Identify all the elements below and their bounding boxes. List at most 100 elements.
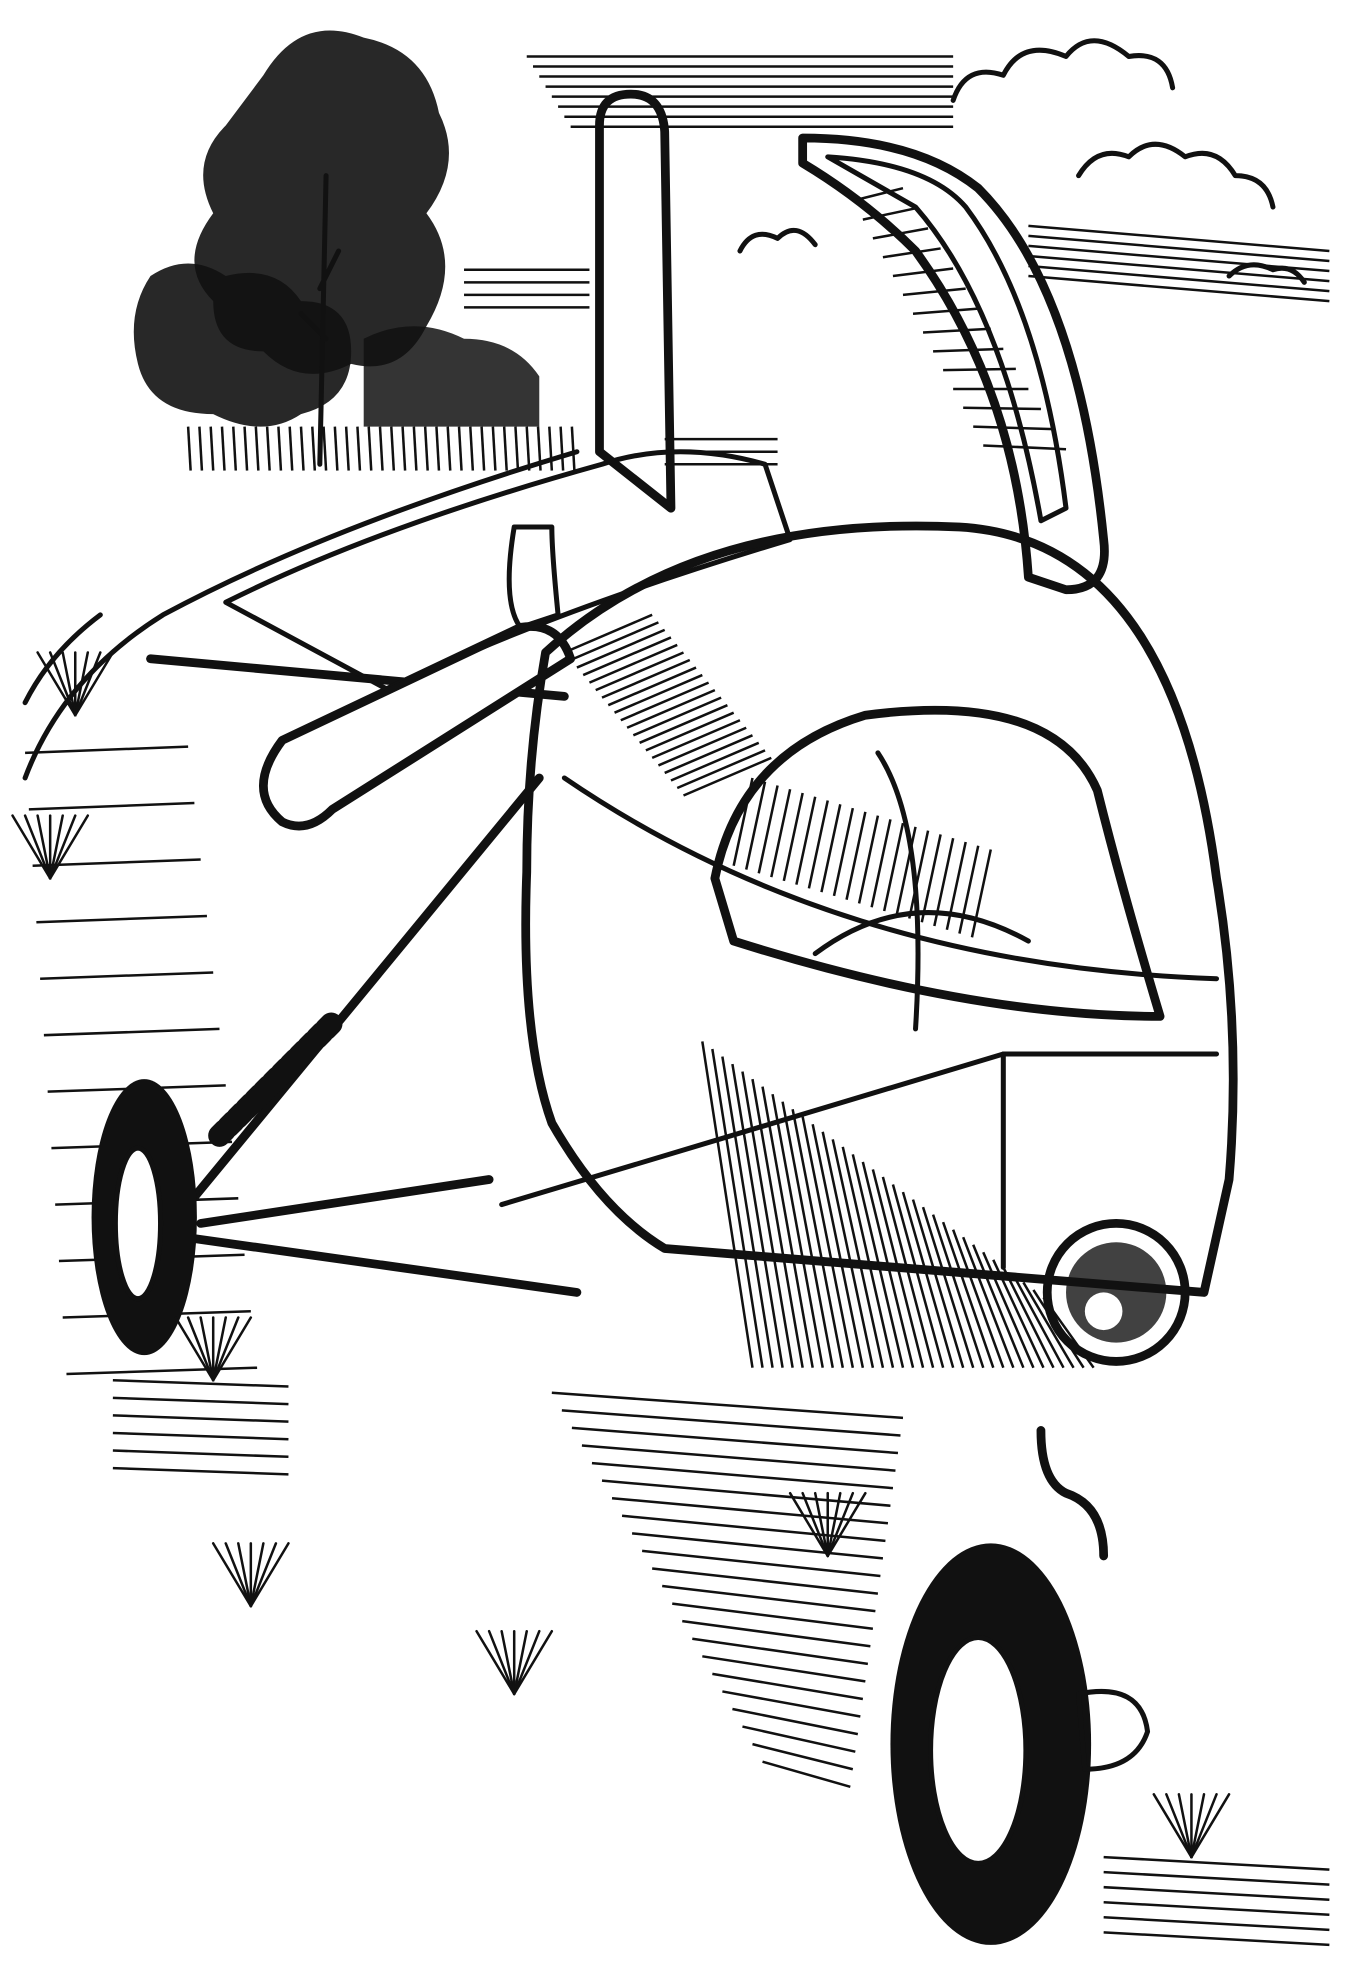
road-line (25, 745, 189, 755)
body-hatch-line (951, 1229, 1005, 1369)
windshield-hatch-line (782, 792, 804, 882)
ground-hatching (112, 1379, 1330, 1947)
grass-stroke (457, 426, 463, 471)
body-hatch-line (683, 756, 772, 797)
tree (133, 30, 540, 467)
grass-stroke (367, 426, 373, 471)
grass-stroke (559, 426, 565, 471)
struts (171, 773, 582, 1297)
body-hatch-line (751, 1078, 804, 1368)
grass-blade (826, 1491, 867, 1558)
grass-blade (249, 1542, 290, 1608)
front-wheel (890, 1426, 1151, 1945)
windshield-hatch-line (795, 796, 817, 885)
body-hatch-line (1022, 1281, 1075, 1369)
windshield-hatch-line (845, 811, 867, 900)
ground-hatch-line (732, 1707, 859, 1736)
grass-stroke (198, 426, 204, 471)
grass-blade (186, 1316, 215, 1382)
body-hatch-line (701, 1041, 754, 1368)
grass-blade (237, 1542, 253, 1608)
body-hatch-line (741, 1071, 794, 1368)
body-hatch-line (595, 651, 685, 692)
grass-blade (48, 651, 77, 717)
grass-blade (36, 651, 77, 717)
door-hatch-line (882, 247, 941, 259)
body-hatch-line (972, 1244, 1025, 1369)
body-hatch-line (992, 1259, 1045, 1369)
ground-hatch-line (762, 1760, 851, 1789)
grass-blade (1165, 1793, 1193, 1859)
body-hatch-line (901, 1191, 955, 1369)
body-hatch-line (731, 1063, 784, 1368)
grass-stroke (311, 426, 317, 471)
grass-blade (1190, 1793, 1206, 1859)
grass-blade (788, 1491, 829, 1558)
grass-stroke (344, 426, 350, 471)
road-line (28, 801, 195, 811)
ground-hatch-line (1103, 1870, 1330, 1886)
headlight (1042, 1219, 1190, 1366)
grass-blade (500, 1629, 516, 1696)
grass-blade (211, 1316, 240, 1382)
grass-stroke (570, 426, 576, 471)
ground-hatch-line (591, 1461, 894, 1490)
grass-blade (801, 1491, 829, 1558)
grass-stroke (412, 426, 418, 471)
tail-fin (595, 89, 676, 513)
body-hatch-line (851, 1154, 905, 1368)
ground-hatch-line (112, 1466, 289, 1476)
windshield-hatch-line (857, 815, 880, 904)
grass-stroke (435, 426, 441, 471)
windshield-hatch-line (895, 826, 917, 915)
ground-hatch-line (551, 1391, 904, 1420)
grass-blade (211, 1542, 253, 1608)
door-hatch-line (943, 367, 1016, 372)
ground-hatch-line (702, 1655, 866, 1683)
road-line (43, 1027, 220, 1037)
body-hatching (563, 613, 1095, 1369)
grass-stroke (469, 426, 475, 471)
body-hatch-line (861, 1161, 915, 1369)
grass-stroke (322, 426, 328, 471)
ground-hatch-line (561, 1409, 901, 1437)
grass-blade (211, 1316, 227, 1382)
grass-blade (61, 651, 77, 717)
windshield-hatch-line (744, 781, 767, 870)
ground-hatch-line (692, 1637, 869, 1666)
grass-stroke (525, 426, 531, 471)
grass-stroke (423, 426, 429, 471)
body-hatch-line (1002, 1266, 1055, 1369)
windshield-hatch-line (908, 830, 930, 919)
grass-stroke (220, 426, 226, 471)
windshield-hatch-line (870, 819, 892, 908)
ground-hatch-line (112, 1449, 289, 1459)
grass-stroke (277, 426, 283, 471)
rear-fuselage (223, 449, 793, 693)
ground-hatch-line (1103, 1916, 1330, 1932)
grass-stroke (254, 426, 260, 471)
body-hatch-line (962, 1236, 1015, 1369)
ground-hatch-line (112, 1431, 289, 1441)
grass-blade (249, 1542, 278, 1608)
body-hatch-line (607, 666, 697, 707)
body-hatch-line (811, 1124, 865, 1368)
left-wheel (91, 1079, 197, 1356)
grass-stroke (502, 426, 508, 471)
grass-stroke (480, 426, 486, 471)
body-hatch-line (982, 1251, 1035, 1369)
grass-tufts (11, 651, 1231, 1859)
ground-hatch-line (621, 1514, 886, 1543)
door-hatch-line (973, 425, 1054, 431)
grass-blade (36, 814, 52, 880)
grass-blade (826, 1491, 855, 1558)
sky-line (1028, 224, 1330, 253)
ground-hatch-line (682, 1619, 871, 1648)
grass-blade (48, 814, 90, 880)
door-hatch-line (963, 406, 1041, 411)
body-hatch-line (626, 688, 716, 729)
windshield-hatch-line (820, 804, 842, 893)
ground-hatch-line (672, 1602, 874, 1630)
grass-blade (11, 814, 52, 880)
body-hatch-line (881, 1176, 935, 1369)
